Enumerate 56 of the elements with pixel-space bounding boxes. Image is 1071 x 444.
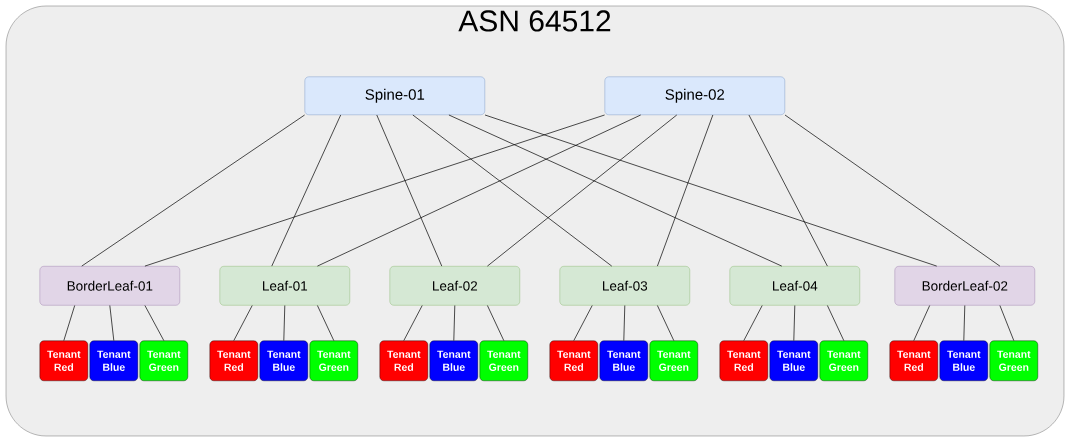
connector-line	[448, 114, 783, 267]
connector-line	[793, 305, 796, 341]
connector-line	[484, 114, 938, 267]
connector-line	[748, 114, 828, 267]
leaf-box: Leaf-02	[389, 266, 520, 306]
tenant-box: Tenant Green	[989, 340, 1038, 381]
connector-line	[963, 305, 966, 341]
connector-line	[63, 305, 76, 341]
border-leaf-box: BorderLeaf-02	[894, 266, 1035, 306]
tenant-box: Tenant Red	[39, 340, 88, 381]
connector-line	[376, 114, 443, 267]
tenant-box: Tenant Blue	[259, 340, 308, 381]
connector-line	[271, 114, 342, 267]
connector-line	[827, 305, 845, 341]
connector-line	[487, 114, 678, 267]
connector-line	[317, 114, 642, 267]
connector-line	[487, 305, 505, 341]
tenant-box: Tenant Red	[379, 340, 428, 381]
connector-line	[999, 305, 1015, 341]
connector-line	[317, 305, 335, 341]
connector-line	[657, 114, 714, 267]
connector-line	[453, 305, 456, 341]
connector-line	[403, 305, 423, 341]
tenant-box: Tenant Red	[549, 340, 598, 381]
tenant-box: Tenant Blue	[89, 340, 138, 381]
spine-box: Spine-01	[304, 76, 485, 115]
tenant-box: Tenant Green	[819, 340, 868, 381]
tenant-box: Tenant Red	[209, 340, 258, 381]
leaf-box: Leaf-01	[219, 266, 350, 306]
tenant-box: Tenant Blue	[599, 340, 648, 381]
tenant-box: Tenant Red	[889, 340, 938, 381]
connector-line	[743, 305, 763, 341]
tenant-box: Tenant Green	[649, 340, 698, 381]
connector-line	[623, 305, 626, 341]
tenant-box: Tenant Green	[479, 340, 528, 381]
connector-line	[233, 305, 253, 341]
connector-line	[657, 305, 675, 341]
border-leaf-box: BorderLeaf-01	[39, 266, 180, 306]
tenant-box: Tenant Blue	[939, 340, 988, 381]
leaf-box: Leaf-03	[559, 266, 690, 306]
connector-line	[412, 114, 613, 267]
tenant-box: Tenant Red	[719, 340, 768, 381]
connector-line	[913, 305, 931, 341]
connector-line	[144, 305, 165, 341]
connector-line	[81, 114, 305, 267]
leaf-box: Leaf-04	[729, 266, 860, 306]
tenant-box: Tenant Blue	[769, 340, 818, 381]
connector-line	[109, 305, 115, 341]
tenant-box: Tenant Green	[139, 340, 188, 381]
connector-line	[784, 114, 1001, 267]
spine-box: Spine-02	[604, 76, 785, 115]
connector-line	[283, 305, 286, 341]
tenant-box: Tenant Green	[309, 340, 358, 381]
connector-line	[144, 114, 605, 267]
connector-line	[573, 305, 593, 341]
tenant-box: Tenant Blue	[429, 340, 478, 381]
